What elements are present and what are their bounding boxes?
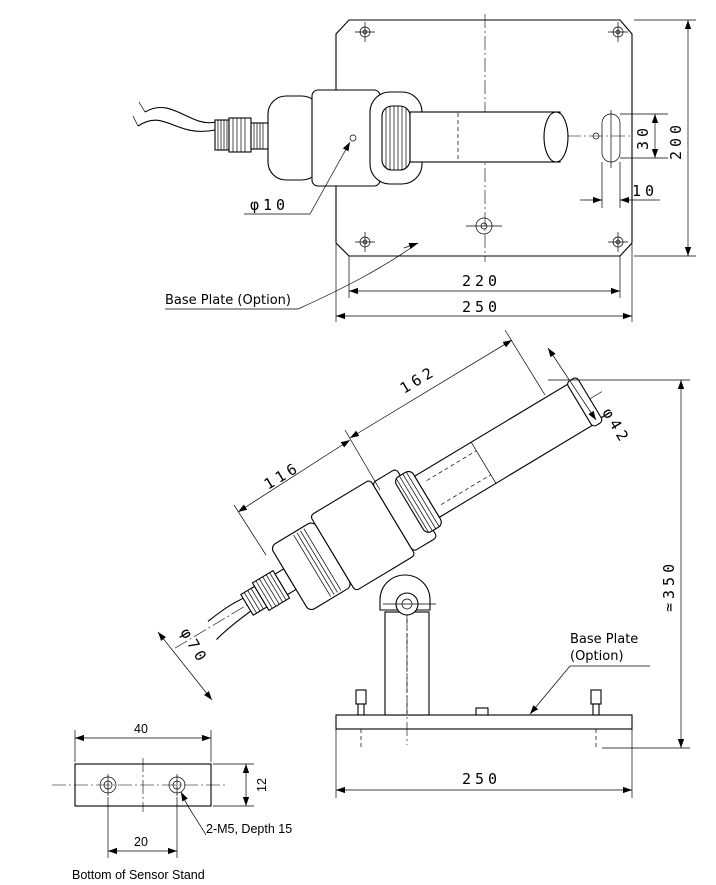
dim-20: 20 [134,835,148,849]
dim-phi42: φ42 [599,405,635,448]
dim-162: 162 [397,362,440,398]
side-base-plate [335,714,633,730]
label-base-plate-side-1: Base Plate [570,632,638,647]
dim-40: 40 [134,722,148,736]
dim-phi10: φ10 [250,196,289,214]
dim-phi70: φ70 [177,625,213,668]
dim-220: 220 [462,272,501,290]
dim-116: 116 [261,458,304,494]
dim-250-side: 250 [462,770,501,788]
dim-10: 10 [632,182,658,200]
stand-bottom-view: 40 12 20 2-M5, Depth 15 Bottom of Sensor… [52,722,292,882]
dim-200: 200 [667,121,685,160]
stand-bottom-title: Bottom of Sensor Stand [72,868,205,882]
top-view: φ10 30 200 10 220 250 Base Plate (Option… [132,14,696,322]
dim-12: 12 [255,778,269,792]
dim-30: 30 [634,124,652,150]
corner-holes [355,22,628,252]
side-view: 162 116 φ42 φ70 ≃350 250 Base Plate (Opt… [157,329,690,798]
dim-250-top: 250 [462,298,501,316]
label-base-plate-side-2: (Option) [570,649,624,664]
dim-350: ≃350 [660,560,678,612]
label-holes: 2-M5, Depth 15 [206,822,292,836]
label-base-plate-top: Base Plate (Option) [165,293,291,308]
